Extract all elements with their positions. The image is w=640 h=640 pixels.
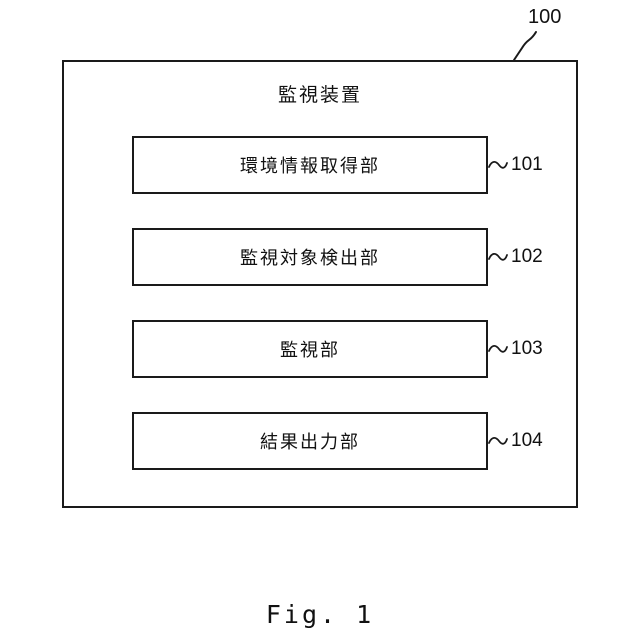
- device-title: 監視装置: [277, 85, 362, 106]
- block-label: 監視部: [280, 340, 340, 360]
- block-label: 環境情報取得部: [240, 156, 380, 176]
- figure-caption: Fig. 1: [265, 600, 375, 629]
- ref-label-104: 104: [488, 429, 543, 453]
- ref-number: 104: [511, 430, 543, 451]
- ref-label-101: 101: [488, 153, 543, 177]
- ref-number: 102: [511, 246, 543, 267]
- tilde-connector-icon: [488, 436, 508, 445]
- ref-label-100: 100: [528, 6, 562, 28]
- tilde-connector-icon: [488, 344, 508, 353]
- block-environment-info-acquirer: 環境情報取得部: [132, 136, 488, 194]
- block-monitor: 監視部: [132, 320, 488, 378]
- tilde-connector-icon: [488, 160, 508, 169]
- block-label: 監視対象検出部: [240, 248, 380, 268]
- ref-label-103: 103: [488, 337, 543, 361]
- tilde-connector-icon: [488, 252, 508, 261]
- device-box: 監視装置 環境情報取得部 101 監視対象検出部 102 監視部: [62, 60, 578, 508]
- leader-line-100-icon: [513, 31, 537, 61]
- block-result-output: 結果出力部: [132, 412, 488, 470]
- block-label: 結果出力部: [260, 432, 360, 452]
- block-monitoring-target-detector: 監視対象検出部: [132, 228, 488, 286]
- ref-number: 101: [511, 154, 543, 175]
- ref-number: 103: [511, 338, 543, 359]
- ref-label-102: 102: [488, 245, 543, 269]
